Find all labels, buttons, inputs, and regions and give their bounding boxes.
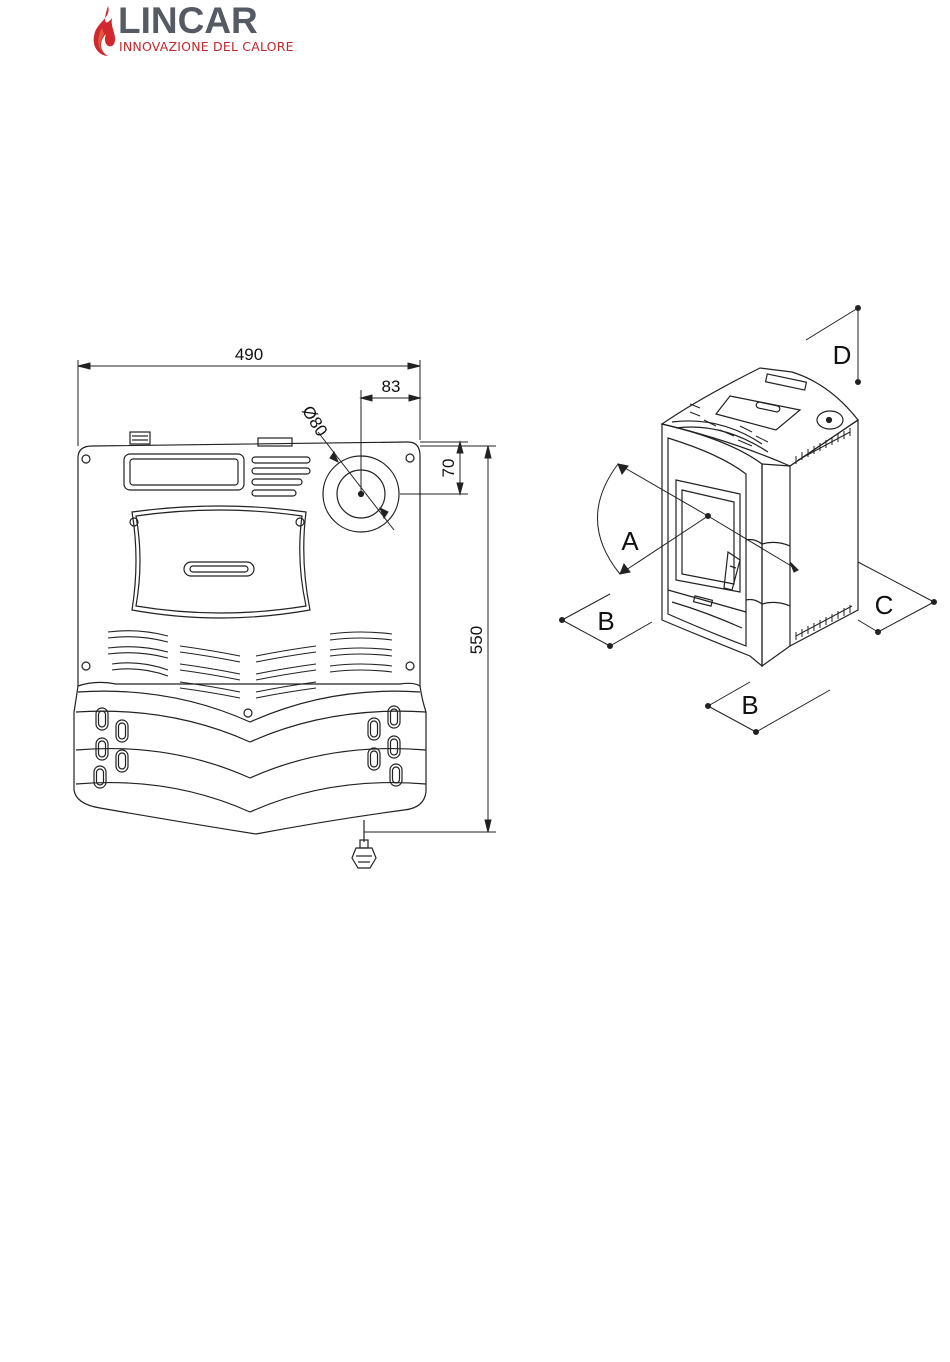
dim-c-label: C <box>875 590 894 620</box>
vent-slots-waves <box>108 631 392 698</box>
connector-top <box>130 432 150 444</box>
dim-b-right-label: B <box>741 690 758 720</box>
isometric-view <box>662 368 858 666</box>
dim-flue-diameter-label: Ø80 <box>298 402 331 439</box>
vent-slots-top <box>252 457 310 496</box>
dim-a-label: A <box>621 526 639 556</box>
dim-b-left-label: B <box>597 606 614 636</box>
dim-d-label: D <box>833 340 852 370</box>
iso-view-dimensions <box>560 306 937 735</box>
grip-slots <box>94 706 402 788</box>
power-plug <box>352 820 376 868</box>
dim-depth-label: 550 <box>467 626 486 654</box>
dim-flue-offset-y-label: 70 <box>439 459 458 478</box>
dim-flue-offset-x-label: 83 <box>382 377 401 396</box>
top-view <box>74 432 426 868</box>
dim-width-label: 490 <box>235 345 263 364</box>
top-view-dimensions <box>78 360 496 832</box>
